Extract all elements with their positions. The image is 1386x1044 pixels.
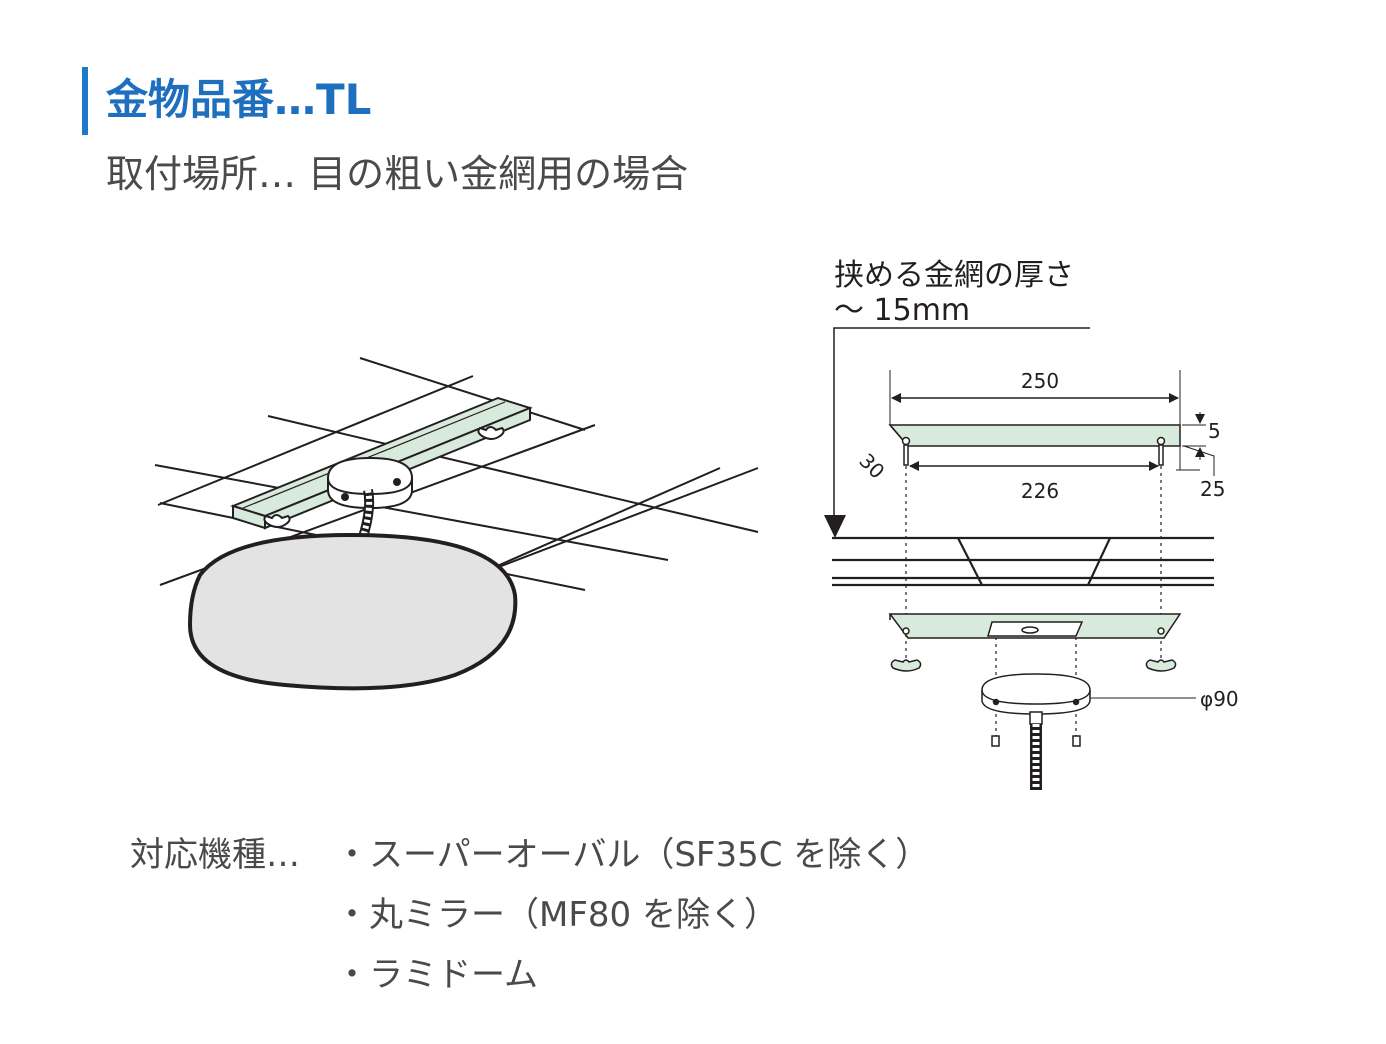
screw-icon <box>991 735 1081 747</box>
model-item: ・丸ミラー（MF80 を除く） <box>335 895 778 935</box>
dim-label-25: 25 <box>1200 477 1225 501</box>
model-item: ・ラミドーム <box>335 955 538 995</box>
perspective-illustration <box>154 357 759 691</box>
lamp-shade <box>187 532 518 691</box>
mesh-thickness-value: ～ 15mm <box>834 293 970 328</box>
page-title: 金物品番…TL <box>106 75 372 124</box>
cord-section <box>1029 711 1043 790</box>
leader-line <box>833 327 1090 520</box>
dim-label-diameter: φ90 <box>1200 687 1239 711</box>
dim-label-250: 250 <box>1021 369 1059 393</box>
wing-nut-icon <box>263 426 505 528</box>
canopy <box>327 456 413 510</box>
leader-arrowhead <box>824 515 846 538</box>
mesh-section <box>832 536 1214 587</box>
page-subtitle: 取付場所… 目の粗い金網用の場合 <box>106 152 689 196</box>
canopy-section <box>981 673 1196 715</box>
dim-label-5: 5 <box>1208 419 1221 443</box>
top-plate <box>888 424 1181 466</box>
models-label: 対応機種… <box>130 835 300 875</box>
model-item: ・スーパーオーバル（SF35C を除く） <box>335 835 930 875</box>
title-accent-bar <box>82 67 88 135</box>
dimension-drawing: 挟める金網の厚さ ～ 15mm 250 226 30 5 <box>824 258 1239 790</box>
dim-label-30: 30 <box>854 449 889 484</box>
bottom-plate <box>888 613 1182 639</box>
dim-label-226: 226 <box>1021 479 1059 503</box>
wing-nut-icon <box>890 659 1177 672</box>
mesh-thickness-note: 挟める金網の厚さ <box>834 258 1074 293</box>
